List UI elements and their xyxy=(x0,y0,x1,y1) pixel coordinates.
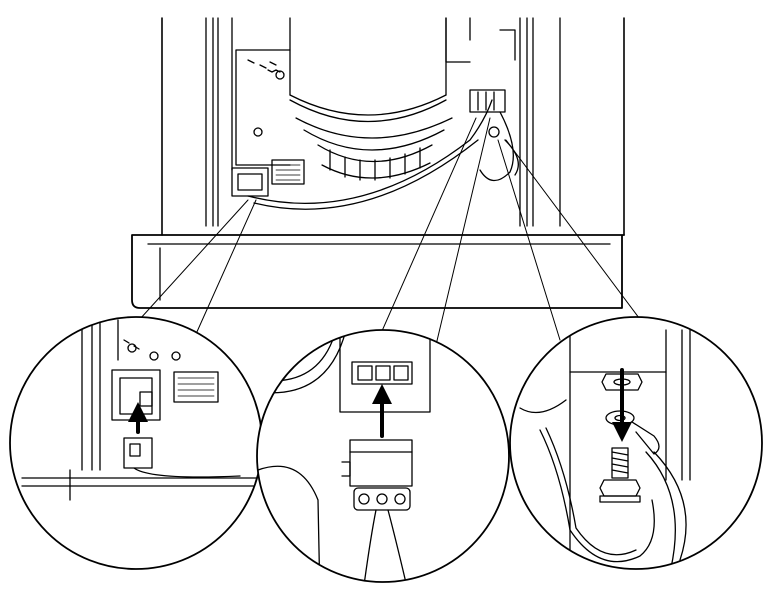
callout-leaders xyxy=(129,117,649,346)
control-board xyxy=(231,49,305,197)
callout-controller-connector xyxy=(9,316,263,570)
unit-housing xyxy=(131,17,625,309)
callout-ground-terminal xyxy=(509,316,763,570)
motor-cylinder xyxy=(289,17,453,181)
callout-terminal-block xyxy=(256,329,510,583)
